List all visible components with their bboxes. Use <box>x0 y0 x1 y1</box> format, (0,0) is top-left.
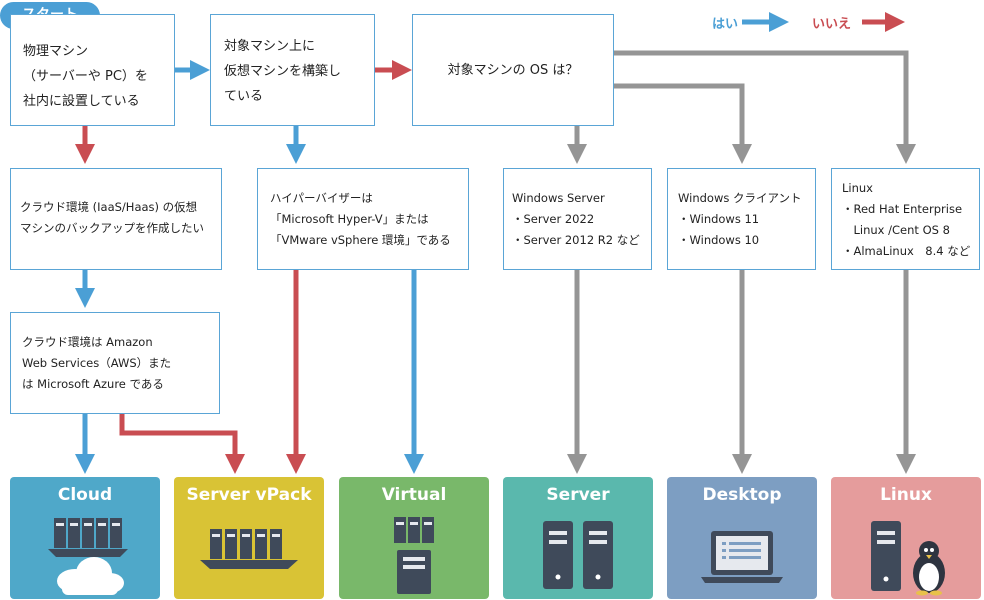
question-line: ている <box>224 89 264 104</box>
option-line: ・Server 2012 R2 など <box>512 233 640 247</box>
question-aws-azure: クラウド環境は Amazon Web Services（AWS）また は Mic… <box>10 312 220 414</box>
option-line: ・AlmaLinux 8.4 など <box>842 244 971 258</box>
question-line: クラウド環境 (IaaS/Haas) の仮想 <box>20 200 198 214</box>
result-title: Virtual <box>381 485 447 505</box>
result-card-server[interactable]: Server <box>503 477 653 599</box>
question-line: マシンのバックアップを作成したい <box>20 221 204 235</box>
option-line: Windows Server <box>512 191 605 205</box>
result-card-cloud[interactable]: Cloud <box>10 477 160 599</box>
option-line: Windows クライアント <box>678 191 802 205</box>
question-cloud-backup: クラウド環境 (IaaS/Haas) の仮想 マシンのバックアップを作成したい <box>10 168 222 270</box>
option-line: ・Server 2022 <box>512 212 595 226</box>
result-card-virtual[interactable]: Virtual <box>339 477 489 599</box>
question-line: 「Microsoft Hyper-V」または <box>270 212 429 226</box>
option-line: Linux /Cent OS 8 <box>842 223 950 237</box>
question-line: Web Services（AWS）また <box>22 356 172 370</box>
result-card-desktop[interactable]: Desktop <box>667 477 817 599</box>
option-line: ・Windows 10 <box>678 233 760 247</box>
result-title: Server vPack <box>186 485 312 505</box>
option-windows-client: Windows クライアント ・Windows 11 ・Windows 10 <box>667 168 816 270</box>
server-rack-icon <box>200 529 298 569</box>
question-line: クラウド環境は Amazon <box>22 335 153 349</box>
option-linux: Linux ・Red Hat Enterprise Linux /Cent OS… <box>831 168 980 270</box>
option-windows-server: Windows Server ・Server 2022 ・Server 2012… <box>503 168 652 270</box>
result-title: Linux <box>880 485 932 505</box>
arrow-aws-vpack <box>119 414 245 474</box>
result-title: Desktop <box>702 485 782 505</box>
option-line: ・Windows 11 <box>678 212 760 226</box>
result-card-server-vpack[interactable]: Server vPack <box>174 477 324 599</box>
option-line: ・Red Hat Enterprise <box>842 202 963 216</box>
result-card-linux[interactable]: Linux <box>831 477 981 599</box>
legend-no-label: いいえ <box>812 17 852 32</box>
result-title: Cloud <box>57 485 113 505</box>
laptop-icon <box>701 531 783 583</box>
tower-server-icon <box>543 521 613 589</box>
option-line: Linux <box>842 181 873 195</box>
result-title: Server <box>546 485 610 505</box>
question-physical-machine: 物理マシン （サーバーや PC）を 社内に設置している <box>10 14 175 126</box>
question-line: 物理マシン <box>23 44 89 59</box>
question-line: （サーバーや PC）を <box>23 69 148 84</box>
question-hypervisor: ハイパーバイザーは 「Microsoft Hyper-V」または 「VMware… <box>257 168 469 270</box>
arrow-q3-winclient <box>614 83 752 164</box>
question-virtual-machine: 対象マシン上に 仮想マシンを構築し ている <box>210 14 375 126</box>
question-text: 対象マシンの OS は？ <box>447 62 579 78</box>
legend-yes-label: はい <box>712 17 739 32</box>
question-line: は Microsoft Azure である <box>22 377 164 391</box>
question-line: 対象マシン上に <box>224 39 316 54</box>
server-penguin-icon <box>871 521 945 596</box>
question-line: 「VMware vSphere 環境」である <box>270 233 451 247</box>
virtual-server-icon <box>394 517 434 594</box>
question-line: ハイパーバイザーは <box>270 191 373 205</box>
question-target-os: 対象マシンの OS は？ <box>412 14 614 126</box>
question-line: 社内に設置している <box>23 94 140 109</box>
server-cloud-icon <box>48 518 128 595</box>
arrow-q3-linux <box>614 50 916 164</box>
question-line: 仮想マシンを構築し <box>224 64 342 79</box>
